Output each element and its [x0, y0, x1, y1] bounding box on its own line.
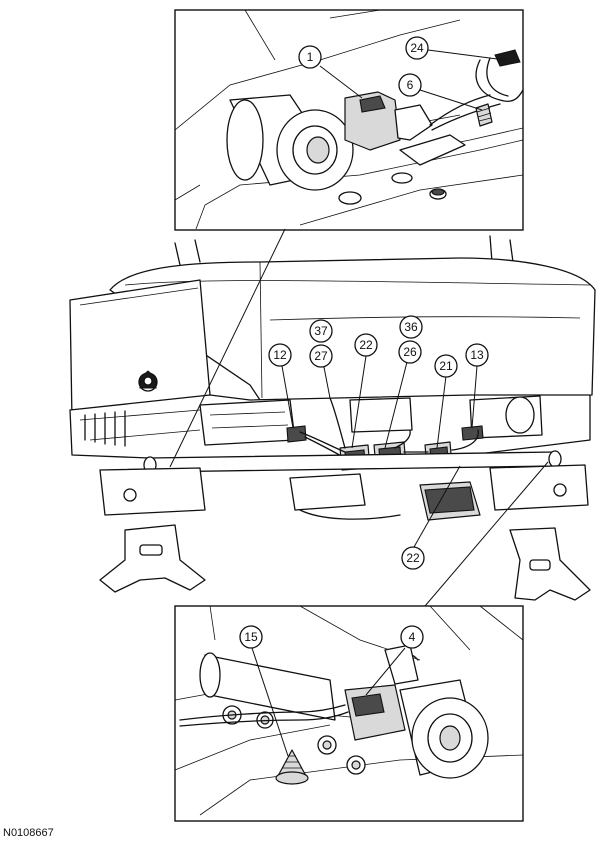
bottom-detail-inset — [174, 605, 524, 822]
callout-22-upper: 22 — [354, 333, 378, 357]
callout-15-label: 15 — [244, 630, 258, 644]
callout-12: 12 — [268, 343, 292, 367]
callout-26: 26 — [398, 340, 422, 364]
leader-lines — [169, 49, 549, 757]
callout-12-label: 12 — [273, 348, 287, 362]
top-detail-inset — [174, 9, 524, 231]
seat-assembly — [69, 235, 596, 601]
callout-15: 15 — [239, 625, 263, 649]
callout-36: 36 — [399, 315, 423, 339]
callout-36-label: 36 — [404, 320, 418, 334]
callout-1-label: 1 — [307, 50, 314, 64]
callout-22-lower: 22 — [401, 546, 425, 570]
callout-37: 37 — [309, 319, 333, 343]
callout-22-upper-label: 22 — [359, 338, 373, 352]
callout-1: 1 — [298, 45, 322, 69]
callout-27-label: 27 — [314, 349, 328, 363]
callout-4: 4 — [400, 625, 424, 649]
callout-21: 21 — [434, 354, 458, 378]
figure-code: N0108667 — [3, 827, 54, 839]
callout-4-label: 4 — [409, 630, 416, 644]
callout-22-lower-label: 22 — [406, 551, 420, 565]
callout-37-label: 37 — [314, 324, 328, 338]
callout-6-label: 6 — [407, 78, 414, 92]
callout-6: 6 — [398, 73, 422, 97]
callout-21-label: 21 — [439, 359, 453, 373]
callout-13-label: 13 — [470, 348, 484, 362]
callout-26-label: 26 — [403, 345, 417, 359]
callout-13: 13 — [465, 343, 489, 367]
callout-27: 27 — [309, 344, 333, 368]
callout-24: 24 — [405, 36, 429, 60]
callout-24-label: 24 — [410, 41, 424, 55]
